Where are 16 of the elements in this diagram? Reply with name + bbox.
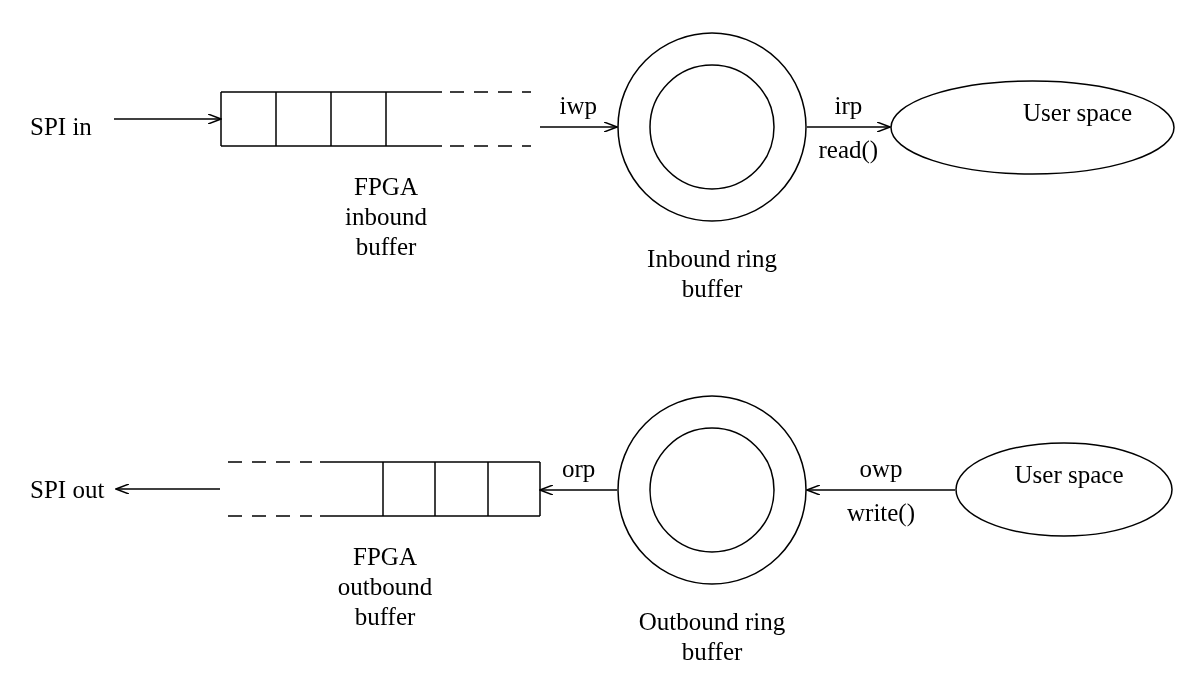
arrow [539,484,618,496]
buffer-label: Inbound ring buffer [646,244,778,304]
arrow [806,121,891,133]
function-label: write() [847,498,916,528]
arrow [806,484,956,496]
arrow [115,483,221,495]
buffer-label: Outbound ring buffer [637,607,787,667]
arrow [539,121,618,133]
function-label: read() [818,135,879,165]
signal-label: SPI out [30,475,110,505]
process-label: User space [1022,97,1133,128]
buffer-label: FPGA inbound buffer [344,172,428,262]
signal-label: SPI in [30,112,108,142]
buffer-label: FPGA outbound buffer [336,542,434,632]
process-label: User space [1014,459,1124,490]
arrow [113,113,222,125]
